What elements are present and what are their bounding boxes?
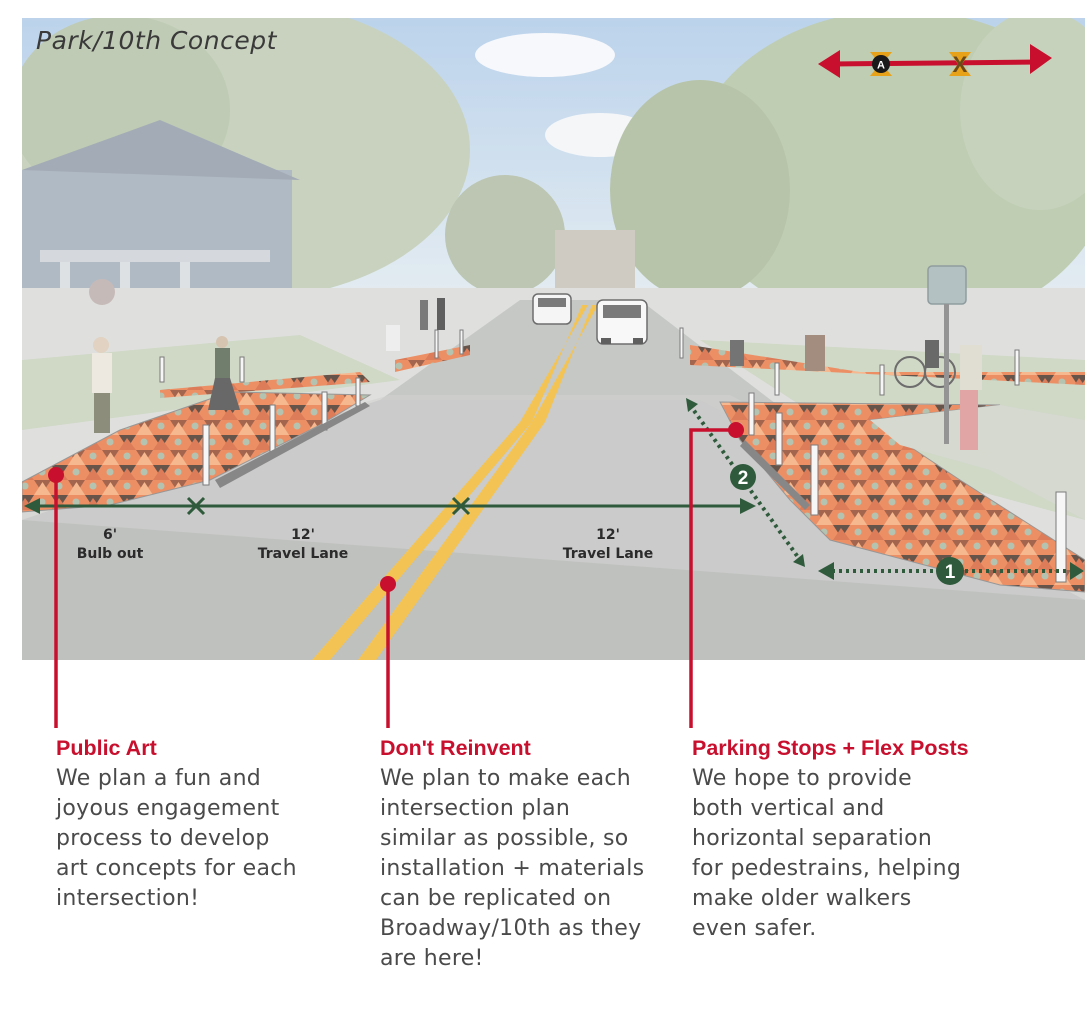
- route-marker-a: A: [870, 52, 892, 76]
- callout-line: can be replicated on: [380, 886, 612, 911]
- dimension-name: Travel Lane: [562, 546, 654, 562]
- route-arrow: [818, 44, 1052, 78]
- callout-body: We hope to provide both vertical and hor…: [692, 764, 1072, 944]
- left-bulb-out: [21, 391, 372, 513]
- marker-1: [936, 557, 964, 585]
- route-marker-x-label: X: [953, 52, 968, 77]
- callout-line: art concepts for each: [56, 856, 297, 881]
- callout-line-dont-reinvent: [380, 576, 396, 728]
- callout-line: for pedestrains, helping: [692, 856, 962, 881]
- callout-heading: Don't Reinvent: [380, 736, 531, 760]
- left-lawn: [22, 335, 400, 430]
- callout-line: joyous engagement: [56, 796, 280, 821]
- callout-heading: Parking Stops + Flex Posts: [692, 736, 969, 760]
- callout-dont-reinvent: Don't Reinvent We plan to make each inte…: [380, 732, 700, 974]
- marker-2: [730, 464, 756, 490]
- dimension-value: 12': [291, 527, 315, 543]
- callout-line: process to develop: [56, 826, 270, 851]
- car-far: [532, 293, 572, 325]
- callout-line: We plan a fun and: [56, 766, 262, 791]
- concept-title: Park/10th Concept: [36, 26, 277, 55]
- callout-parking-stops-flex-posts: Parking Stops + Flex Posts We hope to pr…: [692, 732, 1072, 944]
- flex-posts: [159, 327, 1067, 583]
- callout-line: intersection!: [56, 886, 200, 911]
- callout-line: even safer.: [692, 916, 817, 941]
- car-near: [596, 299, 648, 345]
- dimension-label-travel-lane-1: 12' Travel Lane: [243, 526, 363, 564]
- dimension-value: 12': [596, 527, 620, 543]
- callout-line: installation + materials: [380, 856, 645, 881]
- parking-stops-left: [215, 402, 370, 488]
- route-marker-a-label: A: [877, 60, 885, 72]
- callout-line-public-art: [48, 467, 64, 728]
- callout-line: We plan to make each: [380, 766, 632, 791]
- route-marker-x: X: [949, 52, 971, 77]
- callout-line: We hope to provide: [692, 766, 912, 791]
- callout-line: similar as possible, so: [380, 826, 629, 851]
- callout-line: make older walkers: [692, 886, 912, 911]
- callout-heading: Public Art: [56, 736, 157, 760]
- callout-public-art: Public Art We plan a fun and joyous enga…: [56, 732, 376, 914]
- callout-body: We plan to make each intersection plan s…: [380, 764, 700, 974]
- stop-sign: [89, 279, 115, 305]
- callout-line: Broadway/10th as they: [380, 916, 642, 941]
- callout-line: intersection plan: [380, 796, 571, 821]
- dimension-name: Bulb out: [76, 546, 144, 562]
- callout-body: We plan a fun and joyous engagement proc…: [56, 764, 376, 914]
- callout-line: are here!: [380, 946, 484, 971]
- callout-line: both vertical and: [692, 796, 885, 821]
- marker-1-label: 1: [945, 562, 956, 583]
- parking-stops-right: [740, 440, 810, 510]
- pedestrians: [92, 298, 982, 450]
- callout-line: horizontal separation: [692, 826, 933, 851]
- marker-2-label: 2: [738, 468, 749, 489]
- dimension-line: [24, 496, 756, 516]
- dimension-label-bulb-out: 6' Bulb out: [70, 526, 150, 564]
- dimension-value: 6': [102, 527, 118, 543]
- dimension-label-travel-lane-2: 12' Travel Lane: [548, 526, 668, 564]
- dimension-name: Travel Lane: [257, 546, 349, 562]
- callout-line-parking-stops: [689, 422, 744, 728]
